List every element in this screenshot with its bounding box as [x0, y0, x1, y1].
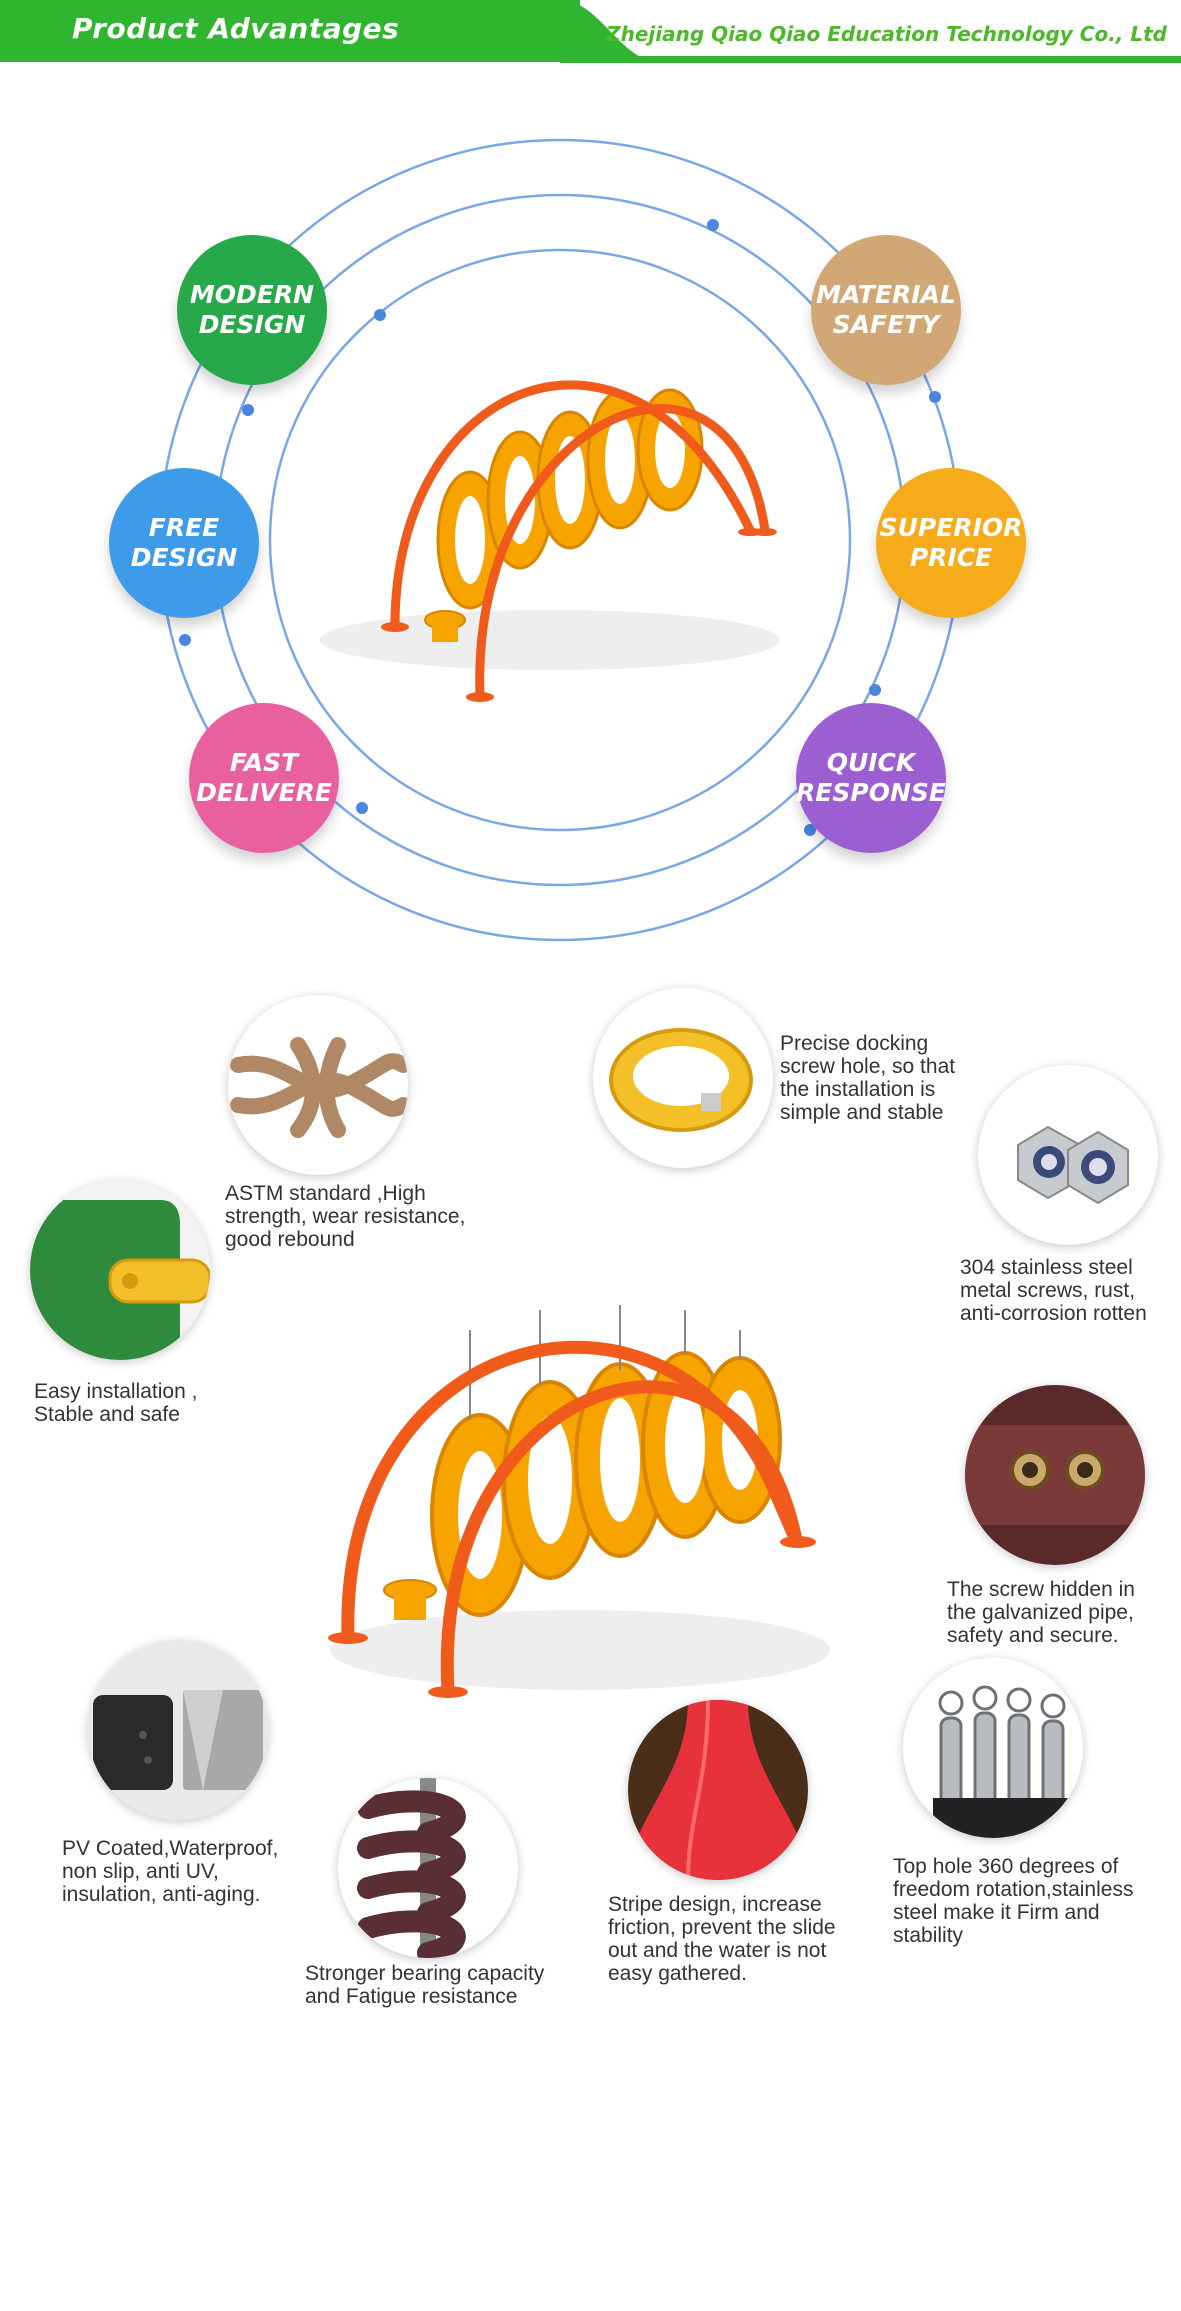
caption-nut: 304 stainless steel metal screws, rust, …: [960, 1256, 1147, 1325]
yellow-clamp-icon: [609, 1028, 753, 1132]
thumb-spring: [338, 1778, 518, 1958]
advantage-free-design: FREE DESIGN: [109, 468, 259, 618]
ring-dots: [179, 219, 941, 836]
caption-hidden-screw: The screw hidden in the galvanized pipe,…: [947, 1578, 1135, 1647]
caption-slide: Stripe design, increase friction, preven…: [608, 1893, 836, 1985]
swivel-hook-icon: [933, 1685, 1073, 1838]
advantage-fast-delivere: FAST DELIVERE: [189, 703, 339, 853]
rope-knot-icon: [230, 1037, 408, 1138]
header-green-line: [560, 56, 1181, 63]
advantage-material-safety: MATERIAL SAFETY: [811, 235, 961, 385]
caption-clamp: Precise docking screw hole, so that the …: [780, 1032, 956, 1124]
spring-icon: [357, 1778, 466, 1958]
green-panel-icon: [30, 1180, 210, 1360]
advantage-superior-price: SUPERIOR PRICE: [876, 468, 1026, 618]
header-green-band: [0, 0, 580, 62]
thumb-swivel: [903, 1658, 1083, 1838]
thumb-pv: [88, 1640, 268, 1820]
thumb-hidden-screw: [965, 1385, 1145, 1565]
caption-pv: PV Coated,Waterproof, non slip, anti UV,…: [62, 1837, 279, 1906]
thumb-nut: [978, 1065, 1158, 1245]
company-name: Zhejiang Qiao Qiao Education Technology …: [606, 22, 1167, 46]
header-banner: Product Advantages Zhejiang Qiao Qiao Ed…: [0, 0, 1181, 64]
thumb-slide: [628, 1700, 808, 1880]
advantage-quick-response: QUICK RESPONSE: [796, 703, 946, 853]
thumb-panel: [30, 1180, 210, 1360]
product-illustration-main: [328, 1305, 830, 1698]
caption-panel: Easy installation , Stable and safe: [34, 1380, 198, 1426]
pv-coating-icon: [88, 1640, 268, 1820]
lock-nut-icon: [1017, 1125, 1129, 1205]
advantage-modern-design: MODERN DESIGN: [177, 235, 327, 385]
page-title: Product Advantages: [72, 12, 400, 45]
caption-swivel: Top hole 360 degrees of freedom rotation…: [893, 1855, 1134, 1947]
caption-rope: ASTM standard ,High strength, wear resis…: [225, 1182, 466, 1251]
thumb-rope: [228, 995, 408, 1175]
caption-spring: Stronger bearing capacity and Fatigue re…: [305, 1962, 545, 2008]
hidden-screw-icon: [965, 1385, 1145, 1565]
red-slide-icon: [628, 1700, 808, 1880]
product-illustration-top: [320, 380, 780, 702]
thumb-clamp: [593, 988, 773, 1168]
header-curve: [500, 0, 660, 62]
